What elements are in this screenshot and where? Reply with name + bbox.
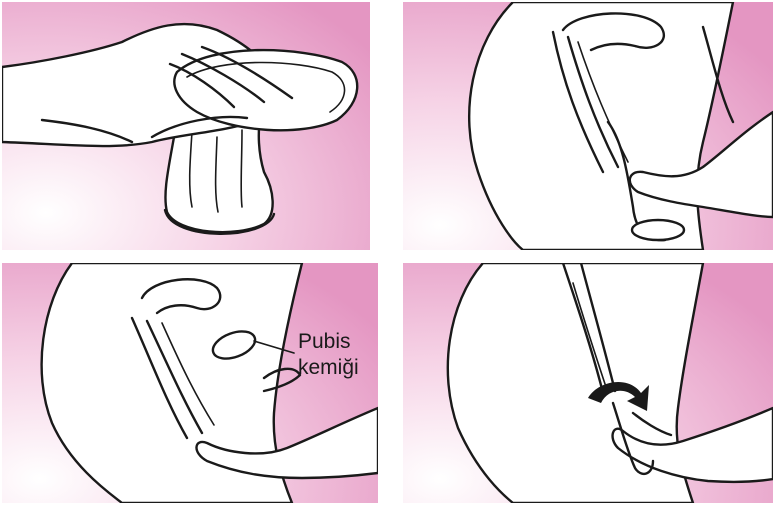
panel-step-3 [2, 263, 378, 503]
panel-step-1 [2, 2, 370, 250]
pubis-label-line-2: kemiği [298, 356, 359, 380]
step-4-illustration [403, 263, 773, 503]
panel-step-4 [403, 263, 773, 503]
step-2-illustration [403, 2, 773, 250]
body-silhouette [469, 2, 733, 250]
panel-step-2 [403, 2, 773, 250]
step-3-illustration [2, 263, 378, 503]
condom-outer-ring [632, 220, 684, 240]
step-1-illustration [2, 2, 370, 250]
pubis-label-line-1: Pubis [298, 330, 351, 354]
